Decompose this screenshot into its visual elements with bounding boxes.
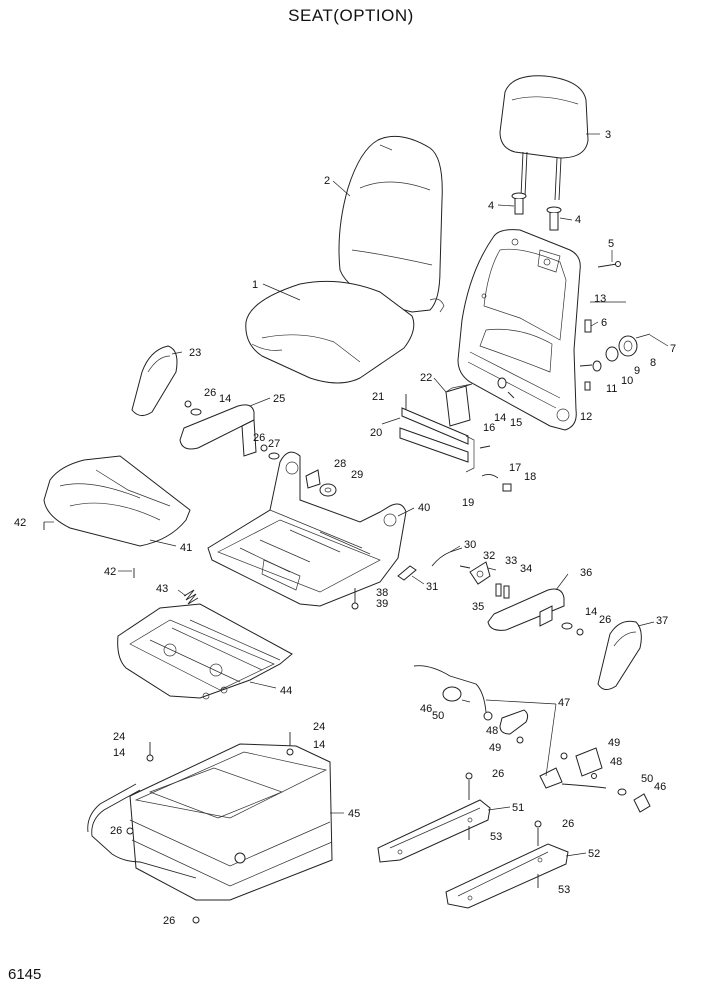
side-cover-left — [131, 345, 178, 416]
callout-26: 26 — [163, 915, 175, 927]
callout-25: 25 — [273, 393, 285, 405]
callout-41: 41 — [180, 542, 192, 554]
callout-11: 11 — [606, 383, 617, 395]
callout-2: 2 — [324, 175, 330, 187]
callout-48: 48 — [486, 725, 498, 737]
callout-14: 14 — [585, 606, 597, 618]
leader-lines — [44, 133, 669, 857]
callout-43: 43 — [156, 583, 168, 595]
callout-3: 3 — [605, 129, 611, 141]
callout-45: 45 — [348, 808, 360, 820]
callout-36: 36 — [580, 567, 592, 579]
callout-24: 24 — [313, 721, 325, 733]
callout-49: 49 — [489, 742, 501, 754]
callout-42: 42 — [14, 517, 26, 529]
callout-53: 53 — [490, 831, 502, 843]
callout-12: 12 — [580, 411, 592, 423]
seat-belt — [413, 665, 651, 813]
callout-52: 52 — [588, 848, 600, 860]
seat-cushion — [245, 280, 415, 384]
callout-46: 46 — [420, 703, 432, 715]
callout-5: 5 — [608, 238, 614, 250]
callout-47: 47 — [558, 697, 570, 709]
callout-26: 26 — [562, 818, 574, 830]
callout-27: 27 — [268, 438, 280, 450]
backrest-hardware — [579, 261, 651, 391]
callout-14: 14 — [219, 393, 231, 405]
callout-9: 9 — [634, 365, 640, 377]
callout-34: 34 — [520, 563, 532, 575]
page-code: 6145 — [8, 966, 42, 983]
callout-13: 13 — [594, 293, 606, 305]
callout-48: 48 — [610, 756, 622, 768]
callout-22: 22 — [420, 372, 432, 384]
callout-51: 51 — [512, 802, 524, 814]
callout-7: 7 — [670, 343, 676, 355]
seat-pan — [43, 455, 191, 578]
callout-15: 15 — [510, 417, 522, 429]
callout-26: 26 — [253, 432, 265, 444]
callout-44: 44 — [280, 685, 292, 697]
callout-33: 33 — [505, 555, 517, 567]
backrest-cushion — [338, 135, 445, 313]
callout-40: 40 — [418, 502, 430, 514]
callout-31: 31 — [426, 581, 438, 593]
callout-18: 18 — [524, 471, 536, 483]
seat-frame — [207, 451, 407, 610]
lumbar-support — [399, 377, 515, 492]
callout-10: 10 — [621, 375, 633, 387]
callout-14: 14 — [313, 739, 325, 751]
callout-50: 50 — [432, 710, 444, 722]
callout-8: 8 — [650, 357, 656, 369]
callout-26: 26 — [599, 614, 611, 626]
callout-4: 4 — [488, 200, 494, 212]
callout-39: 39 — [376, 598, 388, 610]
armrest-right — [487, 588, 584, 636]
diagram-title: SEAT(OPTION) — [288, 6, 414, 25]
callout-38: 38 — [376, 587, 388, 599]
callout-37: 37 — [656, 615, 668, 627]
callout-21: 21 — [372, 391, 384, 403]
callout-20: 20 — [370, 427, 382, 439]
callout-49: 49 — [608, 737, 620, 749]
callout-28: 28 — [334, 458, 346, 470]
callout-labels: 1 2 3 4 4 5 6 7 8 9 10 11 12 13 14 14 14… — [14, 129, 676, 927]
callout-6: 6 — [601, 317, 607, 329]
side-cover-right — [597, 620, 642, 690]
callout-23: 23 — [189, 347, 201, 359]
callout-14: 14 — [494, 412, 506, 424]
callout-14: 14 — [113, 747, 125, 759]
callout-53: 53 — [558, 884, 570, 896]
callout-29: 29 — [351, 469, 363, 481]
callout-26: 26 — [110, 825, 122, 837]
mounting-bracket-51 — [377, 772, 491, 863]
callout-17: 17 — [509, 462, 521, 474]
callout-19: 19 — [462, 497, 474, 509]
headrest-guide — [511, 192, 562, 231]
armrest-left — [179, 400, 280, 460]
callout-42: 42 — [104, 566, 116, 578]
suspension-unit — [87, 732, 333, 924]
callout-4: 4 — [575, 214, 581, 226]
callout-35: 35 — [472, 601, 484, 613]
callout-1: 1 — [252, 279, 258, 291]
backrest-frame — [457, 229, 581, 431]
callout-46: 46 — [654, 781, 666, 793]
callout-26: 26 — [492, 768, 504, 780]
mounting-bracket-52 — [445, 820, 569, 909]
adjust-lever-hardware — [397, 547, 510, 599]
callout-32: 32 — [483, 550, 495, 562]
callout-30: 30 — [464, 539, 476, 551]
callout-16: 16 — [483, 422, 495, 434]
callout-24: 24 — [113, 731, 125, 743]
slide-base — [117, 589, 293, 700]
callout-26: 26 — [204, 387, 216, 399]
callout-50: 50 — [641, 773, 653, 785]
headrest — [499, 75, 589, 201]
